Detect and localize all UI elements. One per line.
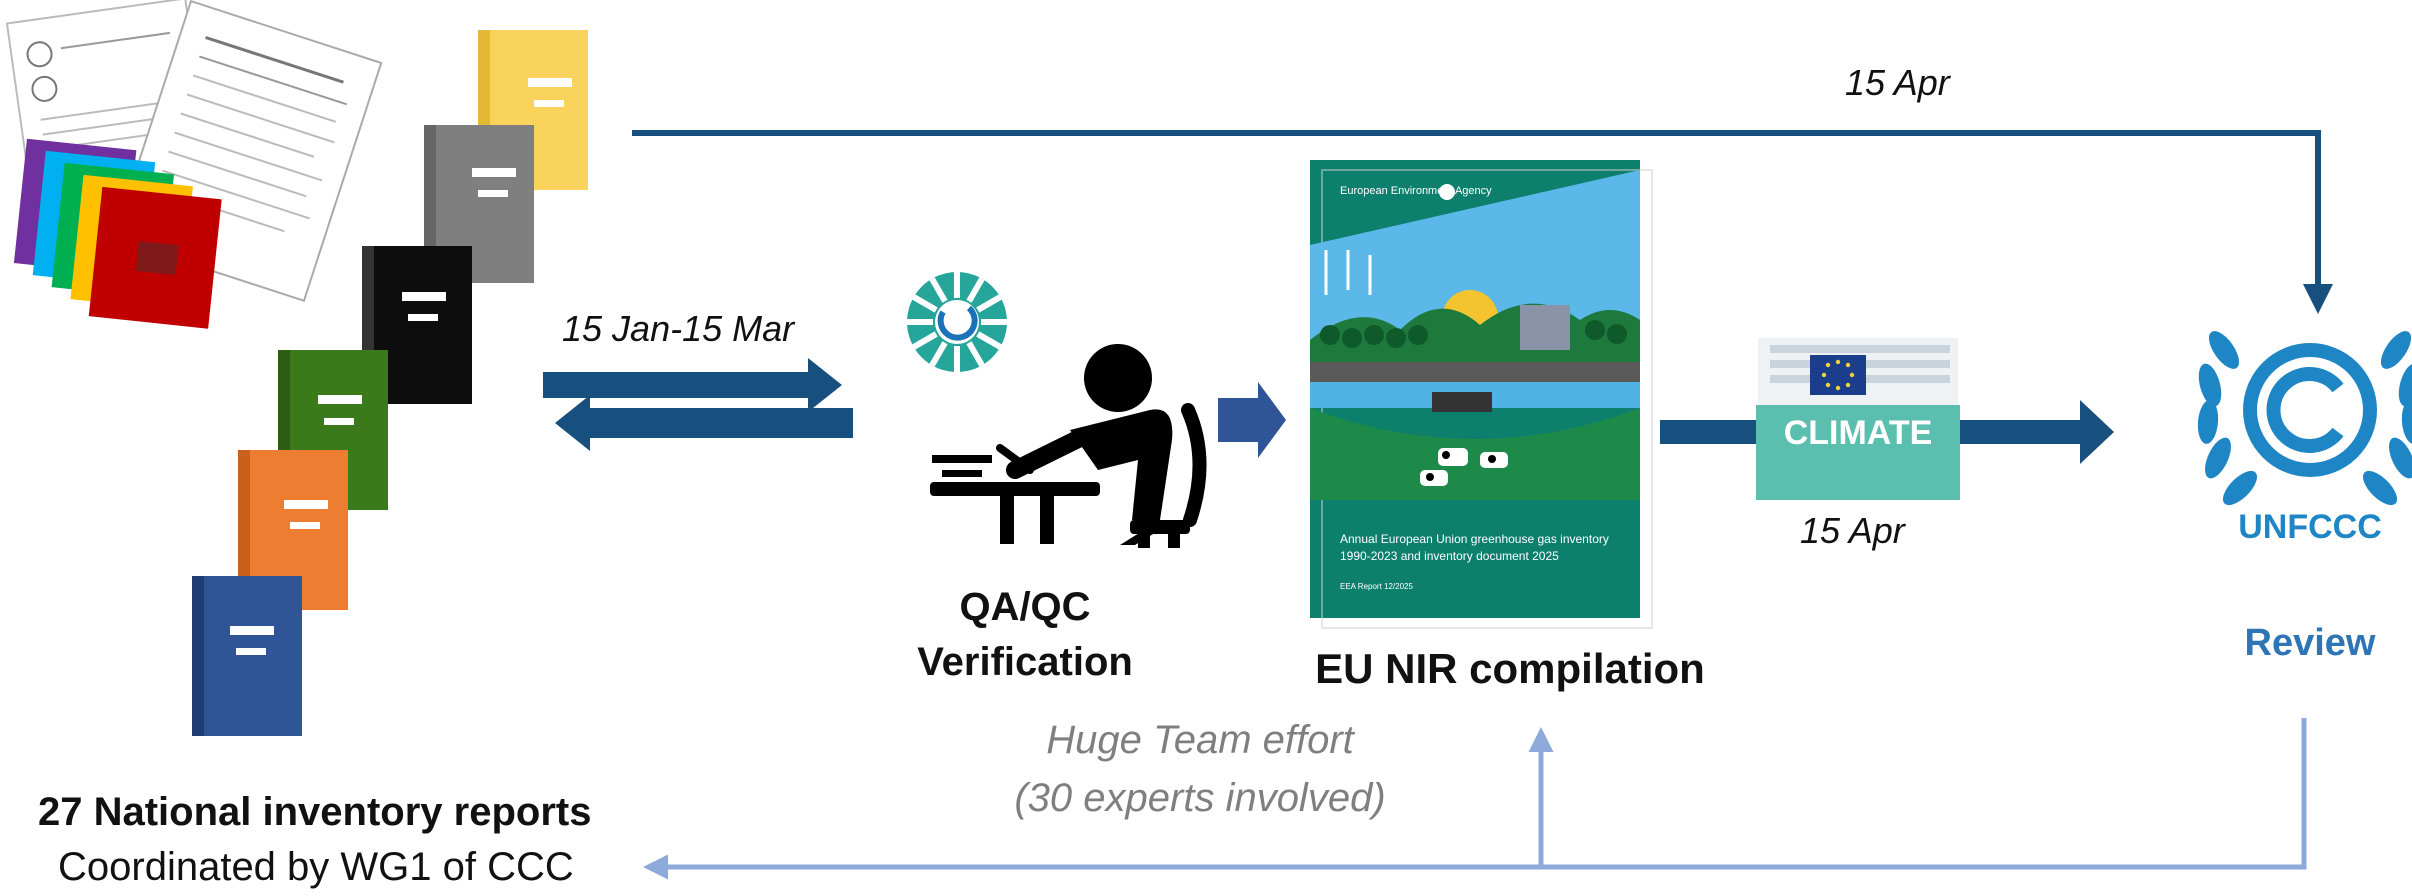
dg-climate-box — [1756, 338, 1960, 500]
national-reports-title: 27 National inventory reports — [38, 790, 592, 834]
team-experts-label: (30 experts involved) — [1014, 776, 1386, 820]
cover-agency-text: European Environment Agency — [1340, 185, 1492, 197]
exchange-date-label: 15 Jan-15 Mar — [562, 308, 795, 349]
compilation-label: EU NIR compilation — [1315, 645, 1705, 692]
qaqc-label: QA/QC — [959, 585, 1091, 629]
verification-label: Verification — [917, 640, 1133, 684]
cover-report-number: EEA Report 12/2025 — [1340, 582, 1413, 591]
cover-title-line2: 1990-2023 and inventory document 2025 — [1340, 549, 1559, 563]
climate-label: CLIMATE — [1783, 414, 1933, 452]
unfccc-label: UNFCCC — [2238, 508, 2382, 546]
team-effort-label: Huge Team effort — [1046, 718, 1354, 762]
review-feedback-arrow — [643, 718, 2307, 880]
national-reports-subtitle: Coordinated by WG1 of CCC — [58, 845, 574, 889]
unfccc-logo-icon — [2197, 331, 2412, 506]
top-date-label: 15 Apr — [1845, 62, 1950, 103]
eu-nir-report-cover — [1310, 160, 1653, 629]
eea-flower-icon — [907, 272, 1007, 372]
ipcc-guideline-booklets — [13, 138, 222, 329]
top-flow-arrow — [632, 130, 2333, 314]
national-report-binders — [192, 30, 588, 736]
binder-blue — [192, 576, 302, 736]
review-label: Review — [2244, 622, 2376, 664]
to-compilation-arrow — [1218, 382, 1286, 458]
person-at-desk-icon — [930, 344, 1207, 548]
climate-date-label: 15 Apr — [1800, 510, 1905, 551]
cover-title-line1: Annual European Union greenhouse gas inv… — [1340, 532, 1609, 546]
exchange-arrows — [543, 358, 853, 451]
